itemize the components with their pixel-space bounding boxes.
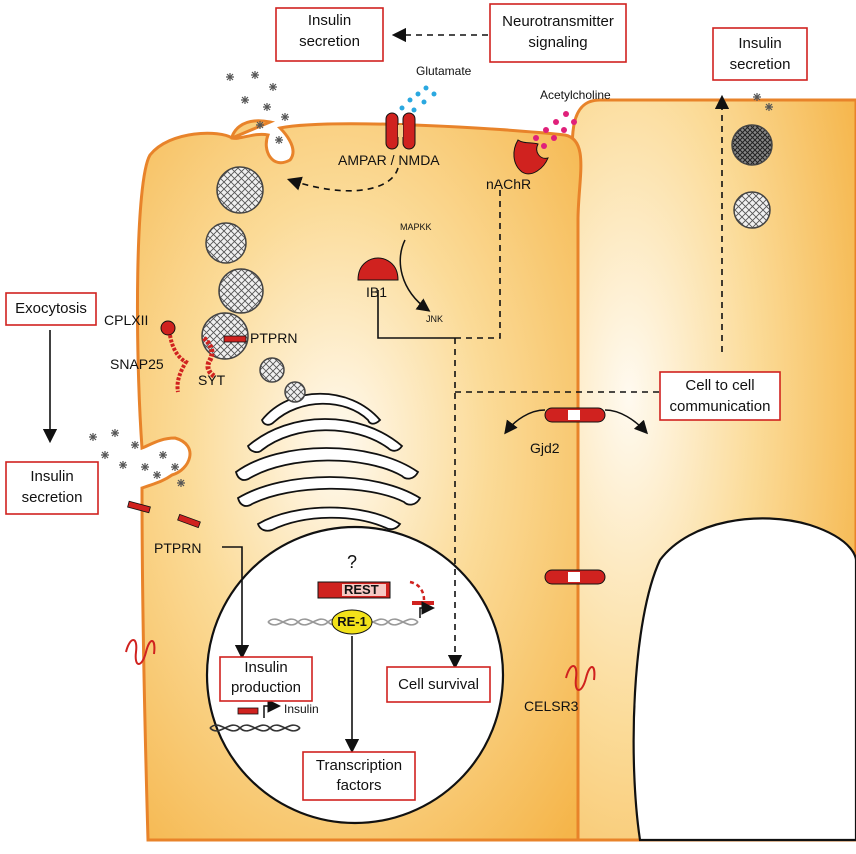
- rest-label: REST: [344, 582, 379, 597]
- gjd2-left-arrow: [504, 409, 546, 435]
- acetylcholine-molecules: [533, 111, 577, 149]
- box-neurotransmitter: [489, 3, 627, 63]
- nachr-receptor: [513, 139, 549, 175]
- mapkk-arrow: [399, 239, 431, 312]
- ib1-to-jnk-line: [377, 290, 455, 339]
- ptprn-membrane-protein: [127, 500, 151, 514]
- neurotransmitter-label: Neurotransmitter signaling: [502, 13, 614, 51]
- rest-repression-mark: [409, 580, 426, 601]
- gjd2-label: Gjd2: [530, 440, 560, 456]
- insulin-start-arrow: [263, 699, 281, 718]
- box-insulin-secretion-top: [275, 7, 384, 62]
- gjd2-gap-junction: [544, 407, 606, 423]
- box-cell-survival: [386, 666, 491, 703]
- insulin-secretion-left-label: Insulin secretion: [21, 468, 83, 506]
- gap-junction-lower: [544, 569, 606, 585]
- box-exocytosis: [5, 292, 97, 326]
- re1-element: [331, 609, 373, 635]
- box-cell-to-cell: [659, 371, 781, 421]
- insulin-granules: [201, 124, 773, 403]
- ampar-nmda-receptor: [385, 112, 416, 150]
- cell-to-cell-label: Cell to cell communication: [669, 377, 771, 415]
- ib1-label: IB1: [366, 284, 388, 300]
- ampar-nmda-label: AMPAR / NMDA: [338, 152, 440, 168]
- celsr3-left-protein: [125, 639, 156, 665]
- ptprn-top-label: PTPRN: [250, 330, 298, 346]
- snap25-label: SNAP25: [110, 356, 164, 372]
- exocytosis-label: Exocytosis: [15, 300, 87, 317]
- insulin-secretion-right-label: Insulin secretion: [729, 35, 791, 73]
- snap25-protein: [168, 334, 189, 393]
- box-insulin-secretion-left: [5, 461, 99, 515]
- transcription-start-arrow: [419, 601, 435, 618]
- right-nucleus: [632, 517, 856, 842]
- box-transcription-factors: [302, 751, 416, 801]
- acetylcholine-label: Acetylcholine: [540, 88, 611, 102]
- ptprn-left-label: PTPRN: [154, 540, 202, 556]
- insulin-secretion-top-label: Insulin secretion: [299, 12, 360, 50]
- cell-survival-label: Cell survival: [398, 676, 479, 693]
- celsr3-protein: [565, 665, 596, 691]
- ptprn-to-production-arrow: [222, 546, 250, 660]
- syt-label: SYT: [198, 372, 226, 388]
- transcription-factors-label: Transcription factors: [315, 757, 403, 794]
- ib1-protein: [357, 257, 399, 281]
- mapkk-label: MAPKK: [400, 222, 432, 232]
- box-insulin-production: [219, 656, 313, 702]
- cplxii-protein: [160, 320, 176, 336]
- syt-protein: [202, 336, 216, 379]
- cplxii-label: CPLXII: [104, 312, 149, 328]
- box-insulin-secretion-right: [712, 27, 808, 81]
- insulin-production-label: Insulin production: [230, 659, 302, 696]
- ptprn-granule-protein: [223, 335, 247, 343]
- re1-label: RE-1: [337, 614, 367, 629]
- celsr3-label: CELSR3: [524, 698, 579, 714]
- gjd2-right-arrow: [604, 409, 649, 435]
- glutamate-molecules: [399, 85, 437, 113]
- glutamate-label: Glutamate: [416, 64, 472, 78]
- insulin-promoter: [237, 707, 259, 715]
- insulin-gene-label: Insulin: [284, 702, 319, 716]
- dna-strand-insulin-2: [209, 724, 301, 732]
- question-label: ?: [347, 552, 358, 572]
- nachr-to-jnk-line: [455, 190, 501, 339]
- nachr-label: nAChR: [486, 176, 532, 192]
- ptprn-cytosol-protein: [177, 513, 201, 529]
- jnk-label: JNK: [426, 314, 444, 324]
